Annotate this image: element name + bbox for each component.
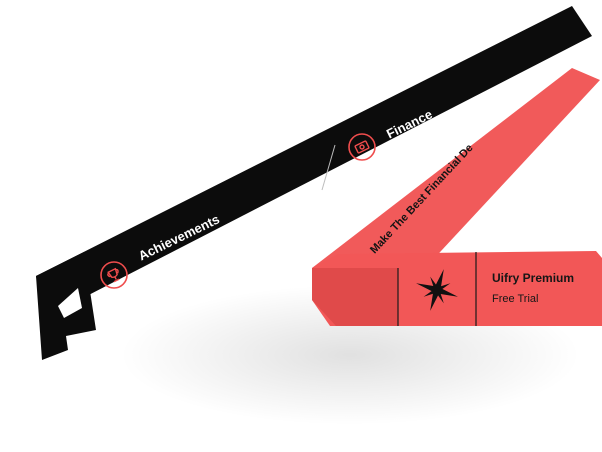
premium-subtitle: Free Trial xyxy=(492,293,539,305)
premium-title: Uifry Premium xyxy=(492,271,575,285)
red-ribbon-fold xyxy=(312,268,398,326)
star-icon xyxy=(416,269,458,311)
money-icon xyxy=(348,133,376,161)
black-band xyxy=(36,6,592,318)
black-band-divider xyxy=(321,144,336,191)
band-notch xyxy=(58,288,82,318)
trophy-icon xyxy=(100,261,128,289)
